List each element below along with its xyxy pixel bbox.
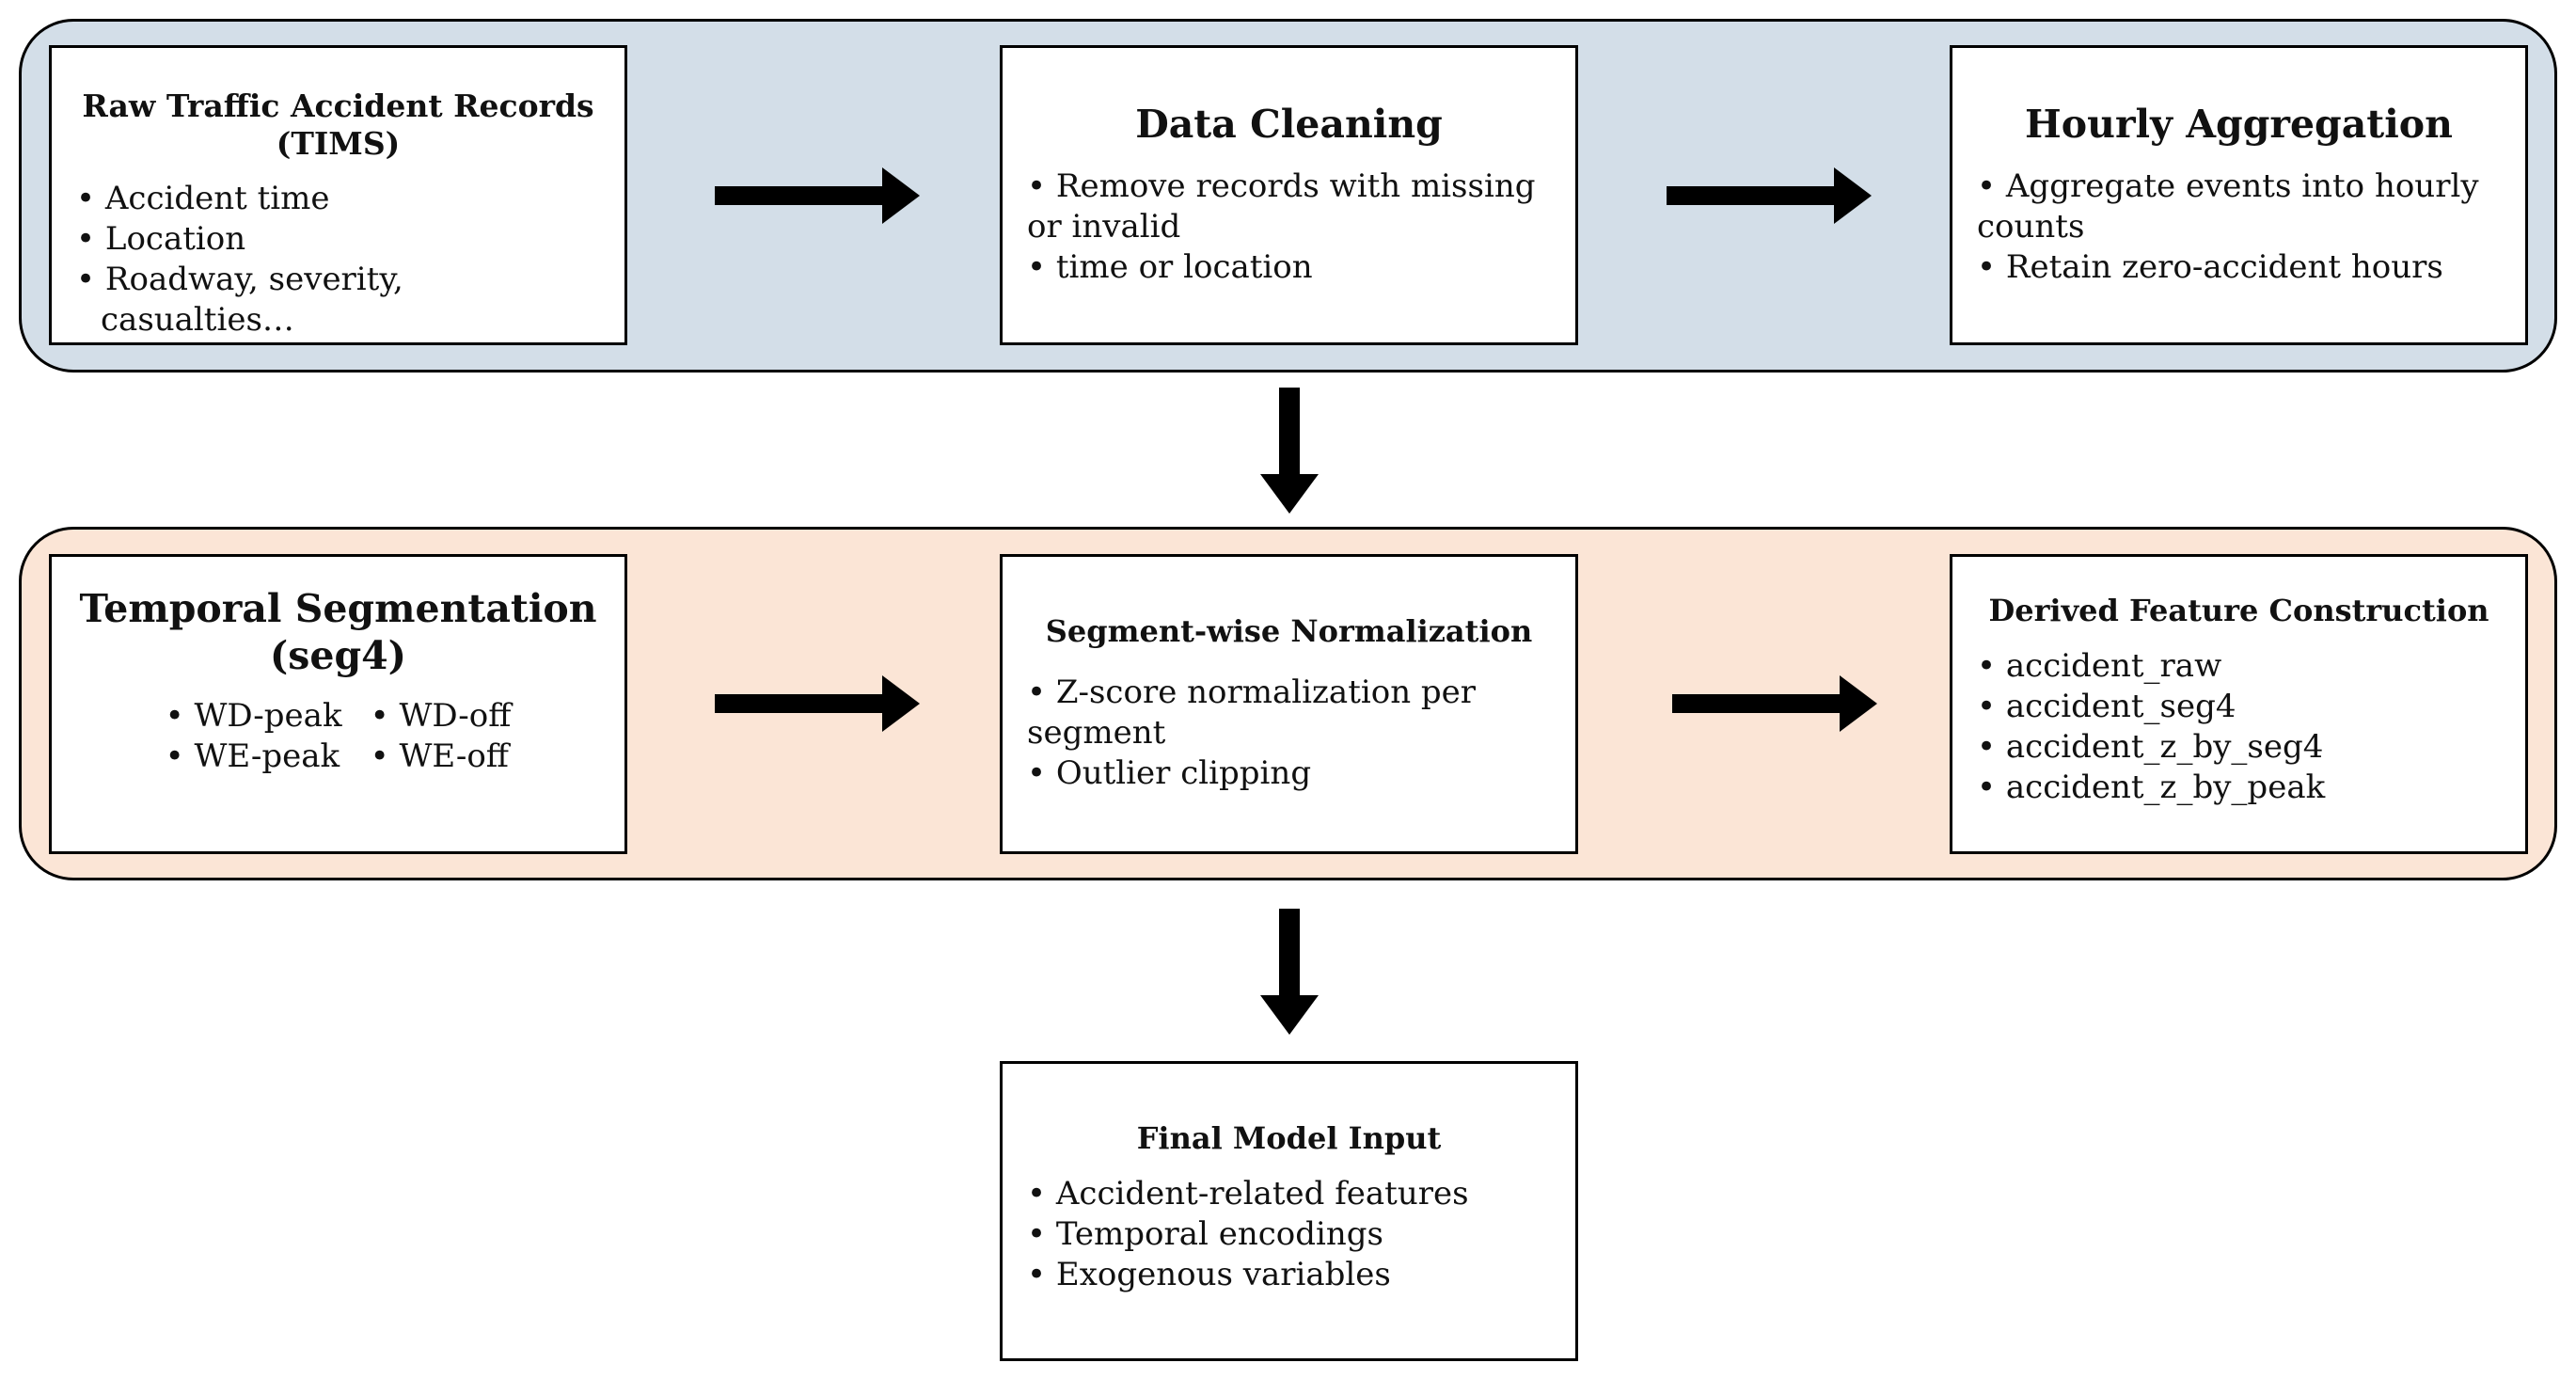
down-arrow-icon [1260, 388, 1319, 514]
final-model-input-box: Final Model Input Accident-related featu… [1000, 1061, 1578, 1361]
final-input-item: Temporal encodings [1027, 1214, 1551, 1255]
hourly-aggregation-box: Hourly Aggregation Aggregate events into… [1950, 45, 2528, 345]
derived-feature-item: accident_z_by_peak [1977, 768, 2501, 808]
derived-features-title: Derived Feature Construction [1988, 593, 2489, 628]
derived-feature-item: accident_seg4 [1977, 687, 2501, 727]
right-arrow-icon [715, 675, 920, 732]
segment-normalization-item: Outlier clipping [1027, 753, 1551, 794]
hourly-aggregation-item: Aggregate events into hourly counts [1977, 166, 2501, 247]
raw-records-item: Location [76, 219, 600, 260]
final-input-item: Exogenous variables [1027, 1255, 1551, 1295]
down-arrow-icon [1260, 909, 1319, 1035]
derived-feature-item: accident_raw [1977, 646, 2501, 687]
segment-item: WE-peak [166, 737, 342, 777]
final-model-input-title: Final Model Input [1136, 1120, 1442, 1156]
right-arrow-icon [1667, 167, 1872, 224]
raw-records-item: Roadway, severity, casualties… [76, 260, 600, 341]
data-cleaning-item: time or location [1027, 247, 1551, 288]
temporal-segmentation-title: Temporal Segmentation (seg4) [79, 586, 597, 679]
segment-item: WE-off [371, 737, 512, 777]
segment-item: WD-peak [166, 696, 341, 737]
hourly-aggregation-item: Retain zero-accident hours [1977, 247, 2501, 288]
segment-item: WD-off [371, 696, 511, 737]
data-cleaning-item: Remove records with missing or invalid [1027, 166, 1551, 247]
final-input-item: Accident-related features [1027, 1174, 1551, 1214]
raw-records-item: Accident time [76, 179, 600, 219]
derived-features-box: Derived Feature Construction accident_ra… [1950, 554, 2528, 854]
right-arrow-icon [1672, 675, 1877, 732]
derived-feature-item: accident_z_by_seg4 [1977, 727, 2501, 768]
hourly-aggregation-title: Hourly Aggregation [2025, 102, 2453, 147]
raw-records-title: Raw Traffic Accident Records (TIMS) [82, 87, 594, 163]
data-cleaning-title: Data Cleaning [1135, 102, 1443, 147]
segment-normalization-title: Segment-wise Normalization [1045, 613, 1533, 649]
right-arrow-icon [715, 167, 920, 224]
temporal-segmentation-box: Temporal Segmentation (seg4) WD-peak WD-… [49, 554, 627, 854]
raw-records-box: Raw Traffic Accident Records (TIMS) Acci… [49, 45, 627, 345]
segment-normalization-box: Segment-wise Normalization Z-score norma… [1000, 554, 1578, 854]
data-cleaning-box: Data Cleaning Remove records with missin… [1000, 45, 1578, 345]
segment-normalization-item: Z-score normalization per segment [1027, 673, 1551, 753]
